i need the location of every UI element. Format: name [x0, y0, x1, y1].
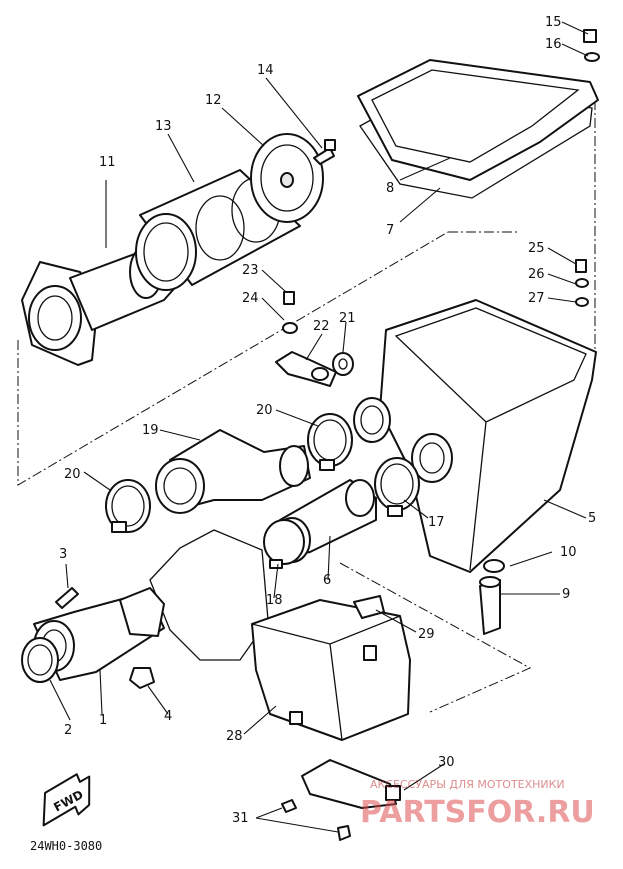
wing-bolt	[313, 139, 336, 165]
callout-8: 8	[386, 181, 394, 196]
case	[251, 599, 411, 741]
callout-11: 11	[99, 155, 116, 170]
leader-lines	[49, 21, 589, 833]
callout-labels: 11 13 12 14 15 16 8 7 25 26 27 23 24 22 …	[59, 15, 596, 826]
airbox-bolt-set	[575, 259, 589, 307]
callout-6: 6	[323, 573, 331, 588]
callout-3: 3	[59, 547, 67, 562]
callout-15: 15	[545, 15, 562, 30]
callout-13: 13	[155, 119, 172, 134]
callout-12: 12	[205, 93, 222, 108]
cover-screw	[583, 29, 600, 62]
callout-16: 16	[545, 37, 562, 52]
drain-tube	[479, 559, 505, 635]
callout-7: 7	[386, 223, 394, 238]
airbox-housing	[353, 299, 597, 573]
airbox-cover	[357, 59, 599, 199]
callout-20-lower: 20	[64, 467, 81, 482]
filter-end-plate	[250, 133, 324, 223]
callout-5: 5	[588, 511, 596, 526]
callout-1: 1	[99, 713, 107, 728]
screws	[281, 799, 351, 841]
callout-22: 22	[313, 319, 330, 334]
watermark: АКСЕССУАРЫ ДЛЯ МОТОТЕХНИКИ PARTSFOR.RU	[360, 778, 595, 830]
callout-4: 4	[164, 709, 172, 724]
callout-14: 14	[257, 63, 274, 78]
carburetor-outline	[149, 529, 269, 661]
callout-29: 29	[418, 627, 435, 642]
fwd-arrow: FWD	[42, 773, 91, 827]
watermark-tagline: АКСЕССУАРЫ ДЛЯ МОТОТЕХНИКИ	[370, 778, 565, 791]
callout-21: 21	[339, 311, 356, 326]
watermark-logo: PARTSFOR.RU	[360, 795, 595, 830]
bracket-bolt	[282, 291, 298, 334]
callout-30: 30	[438, 755, 455, 770]
hose-clamps	[105, 413, 353, 533]
clip	[353, 595, 385, 661]
callout-31: 31	[232, 811, 249, 826]
callout-23: 23	[242, 263, 259, 278]
callout-24: 24	[242, 291, 259, 306]
callout-20-upper: 20	[256, 403, 273, 418]
callout-28: 28	[226, 729, 243, 744]
callout-10: 10	[560, 545, 577, 560]
joint-clamps	[263, 457, 420, 569]
callout-9: 9	[562, 587, 570, 602]
diagram-code: 24WH0-3080	[30, 839, 102, 853]
callout-26: 26	[528, 267, 545, 282]
assembly-guide-lines	[17, 100, 596, 713]
mount-bracket	[275, 351, 354, 387]
callout-2: 2	[64, 723, 72, 738]
callout-27: 27	[528, 291, 545, 306]
callout-18: 18	[266, 593, 283, 608]
callout-25: 25	[528, 241, 545, 256]
callout-17: 17	[428, 515, 445, 530]
case-bracket	[301, 759, 401, 809]
joint-fasteners	[21, 587, 155, 689]
joint-hose	[155, 429, 311, 514]
callout-19: 19	[142, 423, 159, 438]
